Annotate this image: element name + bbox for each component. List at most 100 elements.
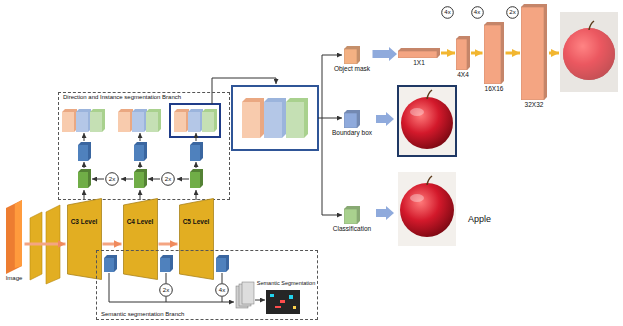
upsample-circle: 2x	[159, 283, 173, 297]
bounding-box	[398, 86, 456, 156]
block-arrow	[373, 47, 398, 61]
head-output: Object mask	[333, 46, 372, 73]
level-label: C3 Level	[71, 218, 98, 225]
feature-cube	[174, 112, 186, 132]
apple-highlight	[410, 194, 424, 202]
wire	[84, 162, 85, 168]
block-shape	[456, 36, 470, 70]
feature-cube	[62, 109, 77, 132]
roi-frame	[232, 86, 318, 150]
conv-cube	[104, 258, 114, 272]
conv-cube	[190, 142, 203, 161]
lateral-cube	[78, 169, 91, 188]
wire	[92, 179, 104, 180]
backbone-block	[30, 212, 42, 280]
feature-cube	[90, 109, 105, 132]
block-shape	[521, 4, 547, 100]
conv-cube	[216, 255, 229, 272]
flow-arrow	[471, 52, 483, 55]
block-arrow	[376, 206, 394, 220]
conv-cube	[134, 145, 144, 161]
feature-cube	[76, 109, 91, 132]
apple	[401, 97, 453, 149]
slab-shape	[123, 198, 158, 280]
segment-spot	[270, 294, 274, 297]
feature-level: C5 Level	[179, 198, 214, 280]
output-label: Boundary box	[332, 129, 372, 136]
wire	[166, 273, 167, 283]
apple-stem	[589, 21, 594, 30]
wire	[196, 190, 197, 200]
segment-spot	[293, 306, 296, 309]
mask-layer: 1X1	[398, 48, 440, 67]
conv-cube	[104, 255, 117, 272]
upsample-circle: 4x	[471, 6, 484, 19]
photo-ground	[560, 12, 618, 92]
wire	[255, 300, 265, 301]
scale-factor: 2x	[165, 176, 171, 183]
circle-outline	[471, 6, 483, 18]
input-image: Image	[5, 200, 24, 282]
slab-shape	[179, 198, 214, 280]
highlight-frame	[170, 104, 220, 137]
conv-cube	[216, 258, 226, 272]
cube-face	[484, 25, 501, 84]
wire	[148, 179, 160, 180]
flow-arrow	[25, 243, 66, 246]
image-caption: Semantic Segmentation	[257, 280, 315, 286]
conv-cube	[78, 142, 91, 161]
class-result: Apple	[468, 214, 491, 224]
apple-stem	[427, 90, 432, 99]
wire	[140, 162, 141, 168]
circle-outline	[106, 173, 119, 186]
level-slab	[179, 199, 213, 280]
head-output: Boundary box	[331, 110, 374, 137]
conv-cube	[160, 258, 170, 272]
scale-factor: 2x	[109, 176, 115, 183]
level-slab	[123, 199, 157, 280]
block-shape	[344, 206, 360, 224]
image-slab	[6, 200, 22, 274]
branch-title: Direction and Instance segmentation Bran…	[63, 94, 181, 101]
feature-cube	[90, 112, 102, 132]
feature-level: C4 Level	[123, 198, 158, 280]
segment-spot	[280, 300, 285, 303]
lateral-cube	[190, 169, 203, 188]
feature-cube	[188, 109, 203, 132]
lateral-cube	[134, 169, 147, 188]
size-label: 4X4	[457, 71, 469, 78]
apple	[563, 28, 615, 80]
block-shape	[344, 46, 360, 64]
upsample-circle: 2x	[506, 6, 519, 19]
scale-factor: 2x	[163, 287, 169, 294]
lateral-cube	[190, 172, 200, 188]
segment-spot	[275, 306, 281, 308]
wire	[322, 55, 323, 215]
cube-side	[344, 46, 360, 64]
feature-cube	[202, 109, 217, 132]
circle-outline	[442, 6, 454, 18]
block-shape	[398, 48, 440, 58]
roi-cube	[242, 102, 260, 138]
scale-factor: 2x	[509, 9, 515, 16]
feature-cube	[174, 109, 189, 132]
roi-cube	[286, 102, 304, 138]
flow-arrow	[103, 243, 122, 246]
circle-outline	[162, 173, 175, 186]
conv-cube	[134, 142, 147, 161]
feature-cube	[146, 112, 158, 132]
roi-cube	[286, 98, 308, 138]
circle-outline	[160, 284, 173, 297]
wire	[140, 133, 141, 141]
image-caption-anchor: Semantic Segmentation	[257, 280, 315, 286]
segmentation-map	[266, 290, 300, 314]
mask-layer: 4X4	[456, 36, 470, 79]
upsample-arrow	[549, 52, 559, 55]
conv-cube	[78, 145, 88, 161]
feature-cube	[188, 112, 200, 132]
roi-cube	[242, 98, 264, 138]
flow-arrow	[159, 243, 178, 246]
wire	[84, 133, 85, 141]
circle-outline	[216, 284, 229, 297]
size-label: 1X1	[413, 59, 425, 66]
